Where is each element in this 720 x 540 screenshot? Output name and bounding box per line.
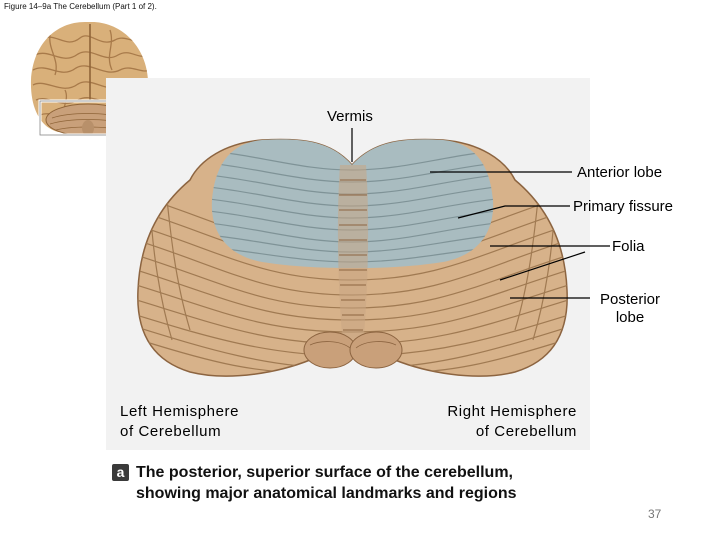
primary-fissure-leader-line xyxy=(457,205,570,219)
leader-lines xyxy=(351,128,610,299)
page-number: 37 xyxy=(648,507,662,521)
left-hemisphere-label-line2: of Cerebellum xyxy=(120,423,222,440)
anterior-lobe-label: Anterior lobe xyxy=(577,164,663,181)
caption-text: The posterior, superior surface of the c… xyxy=(136,462,596,504)
left-hemisphere-label-line1: Left Hemisphere xyxy=(120,403,240,420)
folia-leader-line-2 xyxy=(499,251,586,281)
posterior-lobe-label-line1: Posterior xyxy=(599,291,661,308)
figure-title: Figure 14–9a The Cerebellum (Part 1 of 2… xyxy=(4,2,157,11)
posterior-lobe-label: Posterior lobe xyxy=(592,291,668,327)
left-hemisphere-label: Left Hemisphere of Cerebellum xyxy=(120,402,239,442)
primary-fissure-label: Primary fissure xyxy=(573,198,674,215)
posterior-lobe-label-line2: lobe xyxy=(615,309,645,326)
caption-badge: a xyxy=(112,464,129,481)
folia-label: Folia xyxy=(612,238,645,255)
caption-line1: The posterior, superior surface of the c… xyxy=(136,464,513,481)
cerebellum xyxy=(137,138,568,377)
caption-line2: showing major anatomical landmarks and r… xyxy=(136,485,517,502)
vermis-label: Vermis xyxy=(327,108,373,125)
right-hemisphere-label-line1: Right Hemisphere xyxy=(447,403,577,420)
right-hemisphere-label-line2: of Cerebellum xyxy=(475,423,577,440)
right-hemisphere-label: Right Hemisphere of Cerebellum xyxy=(405,402,577,442)
